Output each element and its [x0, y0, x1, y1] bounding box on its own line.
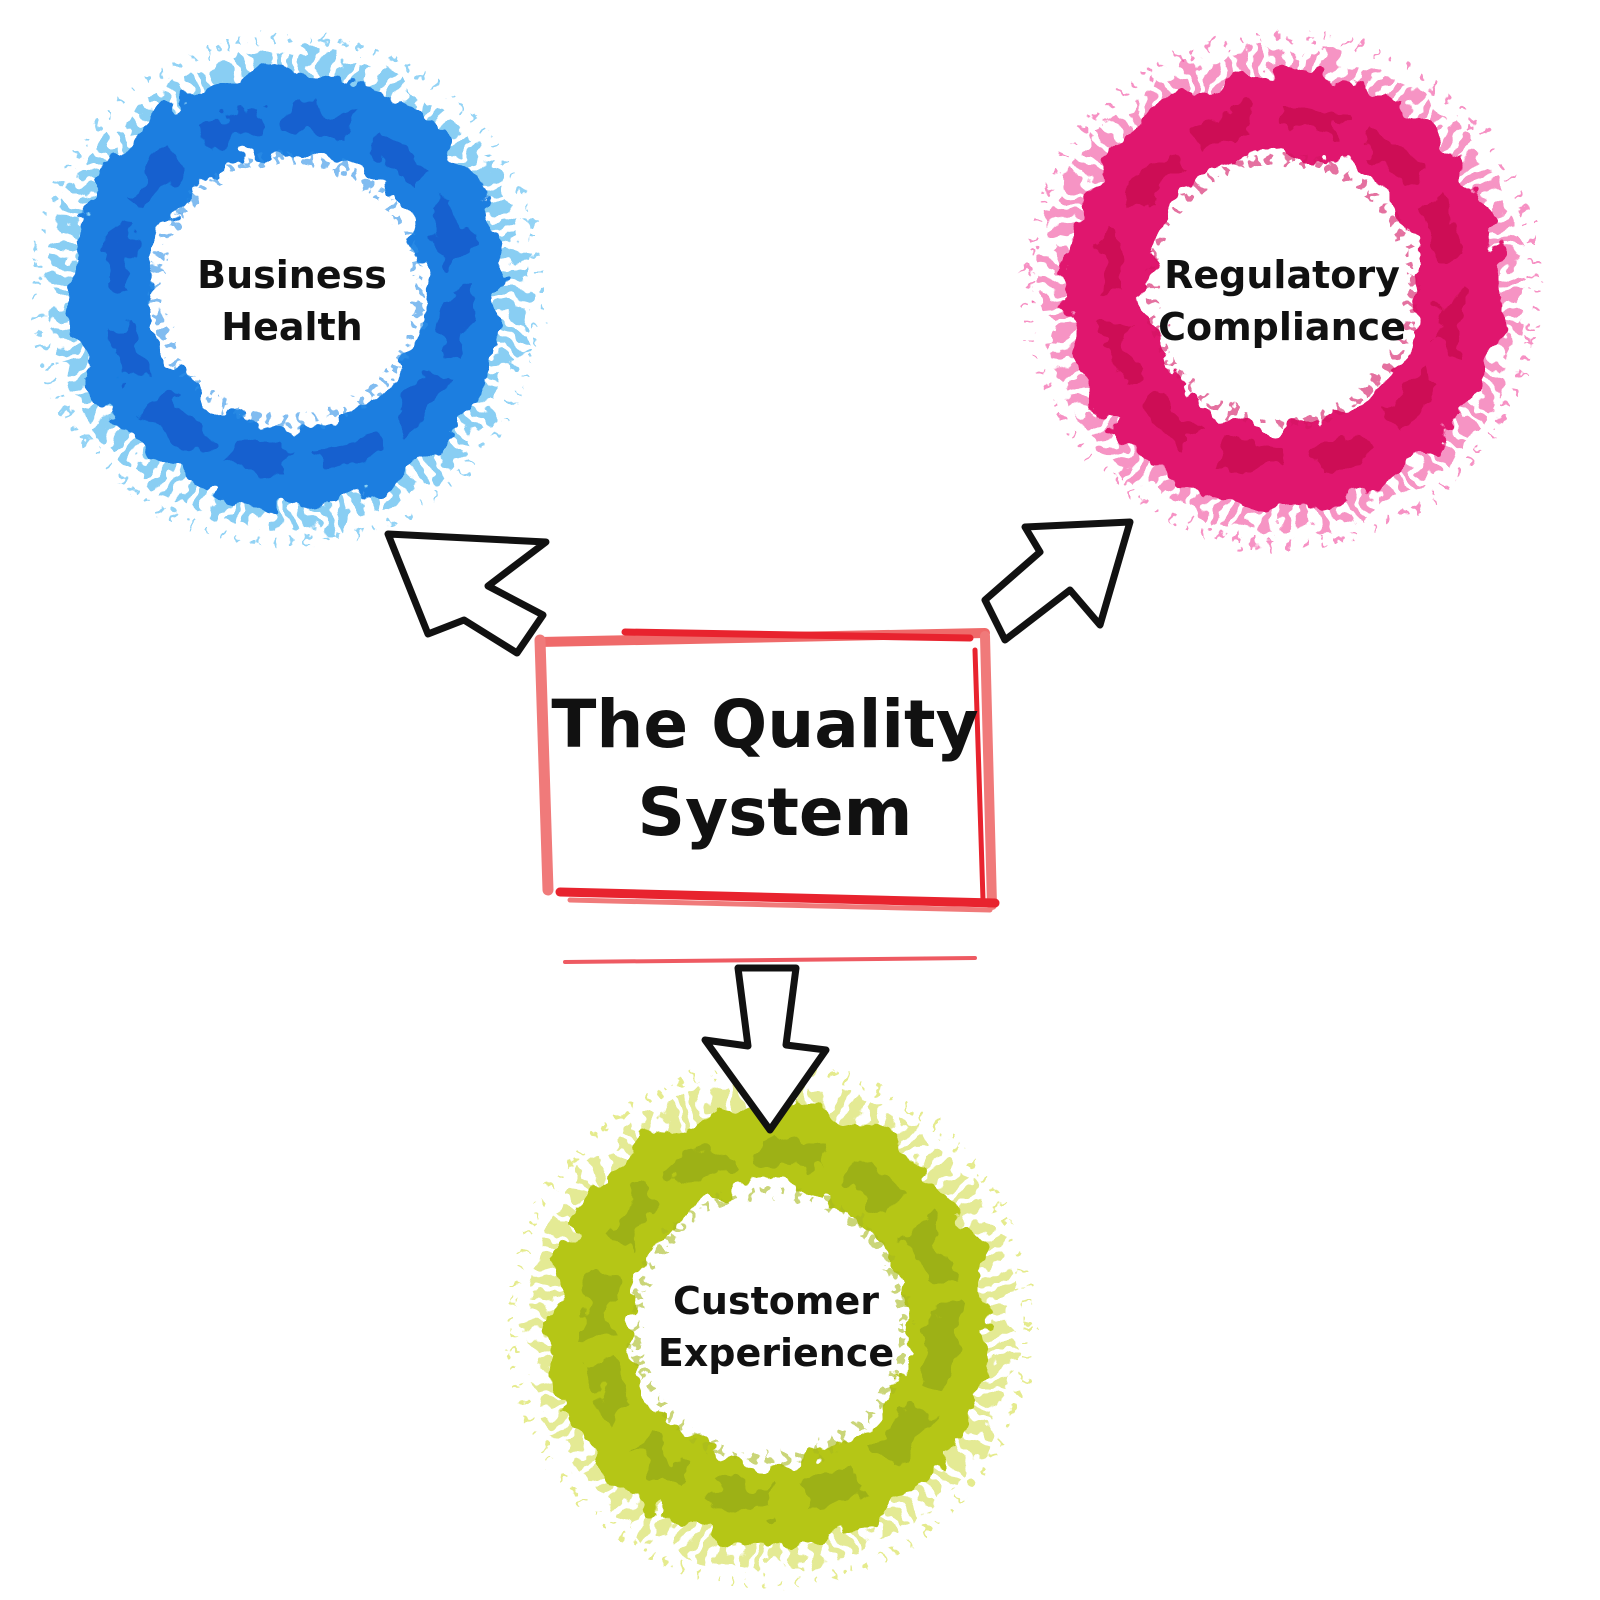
arrow-to-business-health [384, 530, 550, 657]
customer-experience-label-line1: Customer [673, 1279, 879, 1323]
quality-system-box: The Quality System [534, 628, 1000, 964]
quality-system-title-line2: System [638, 774, 913, 851]
arrow-down-icon [701, 964, 830, 1134]
arrow-up-left-icon [384, 530, 550, 657]
customer-experience-ring [508, 1063, 1032, 1587]
business-health-label-line2: Health [221, 305, 362, 349]
business-health-label-line1: Business [197, 253, 387, 297]
quality-system-title-line1: The Quality [551, 686, 978, 763]
regulatory-compliance-label-line2: Compliance [1158, 305, 1406, 349]
regulatory-compliance-label-line1: Regulatory [1164, 253, 1400, 297]
regulatory-compliance-ring [1024, 32, 1540, 548]
regulatory-compliance-node: Regulatory Compliance [1024, 32, 1540, 548]
arrow-to-customer-experience [701, 964, 830, 1134]
business-health-ring [32, 34, 544, 546]
business-health-node: Business Health [32, 34, 544, 546]
quality-system-frame [534, 628, 1000, 964]
arrow-to-regulatory-compliance [981, 518, 1134, 644]
arrow-up-right-icon [981, 518, 1134, 644]
customer-experience-node: Customer Experience [508, 1063, 1032, 1587]
customer-experience-label-line2: Experience [658, 1331, 894, 1375]
